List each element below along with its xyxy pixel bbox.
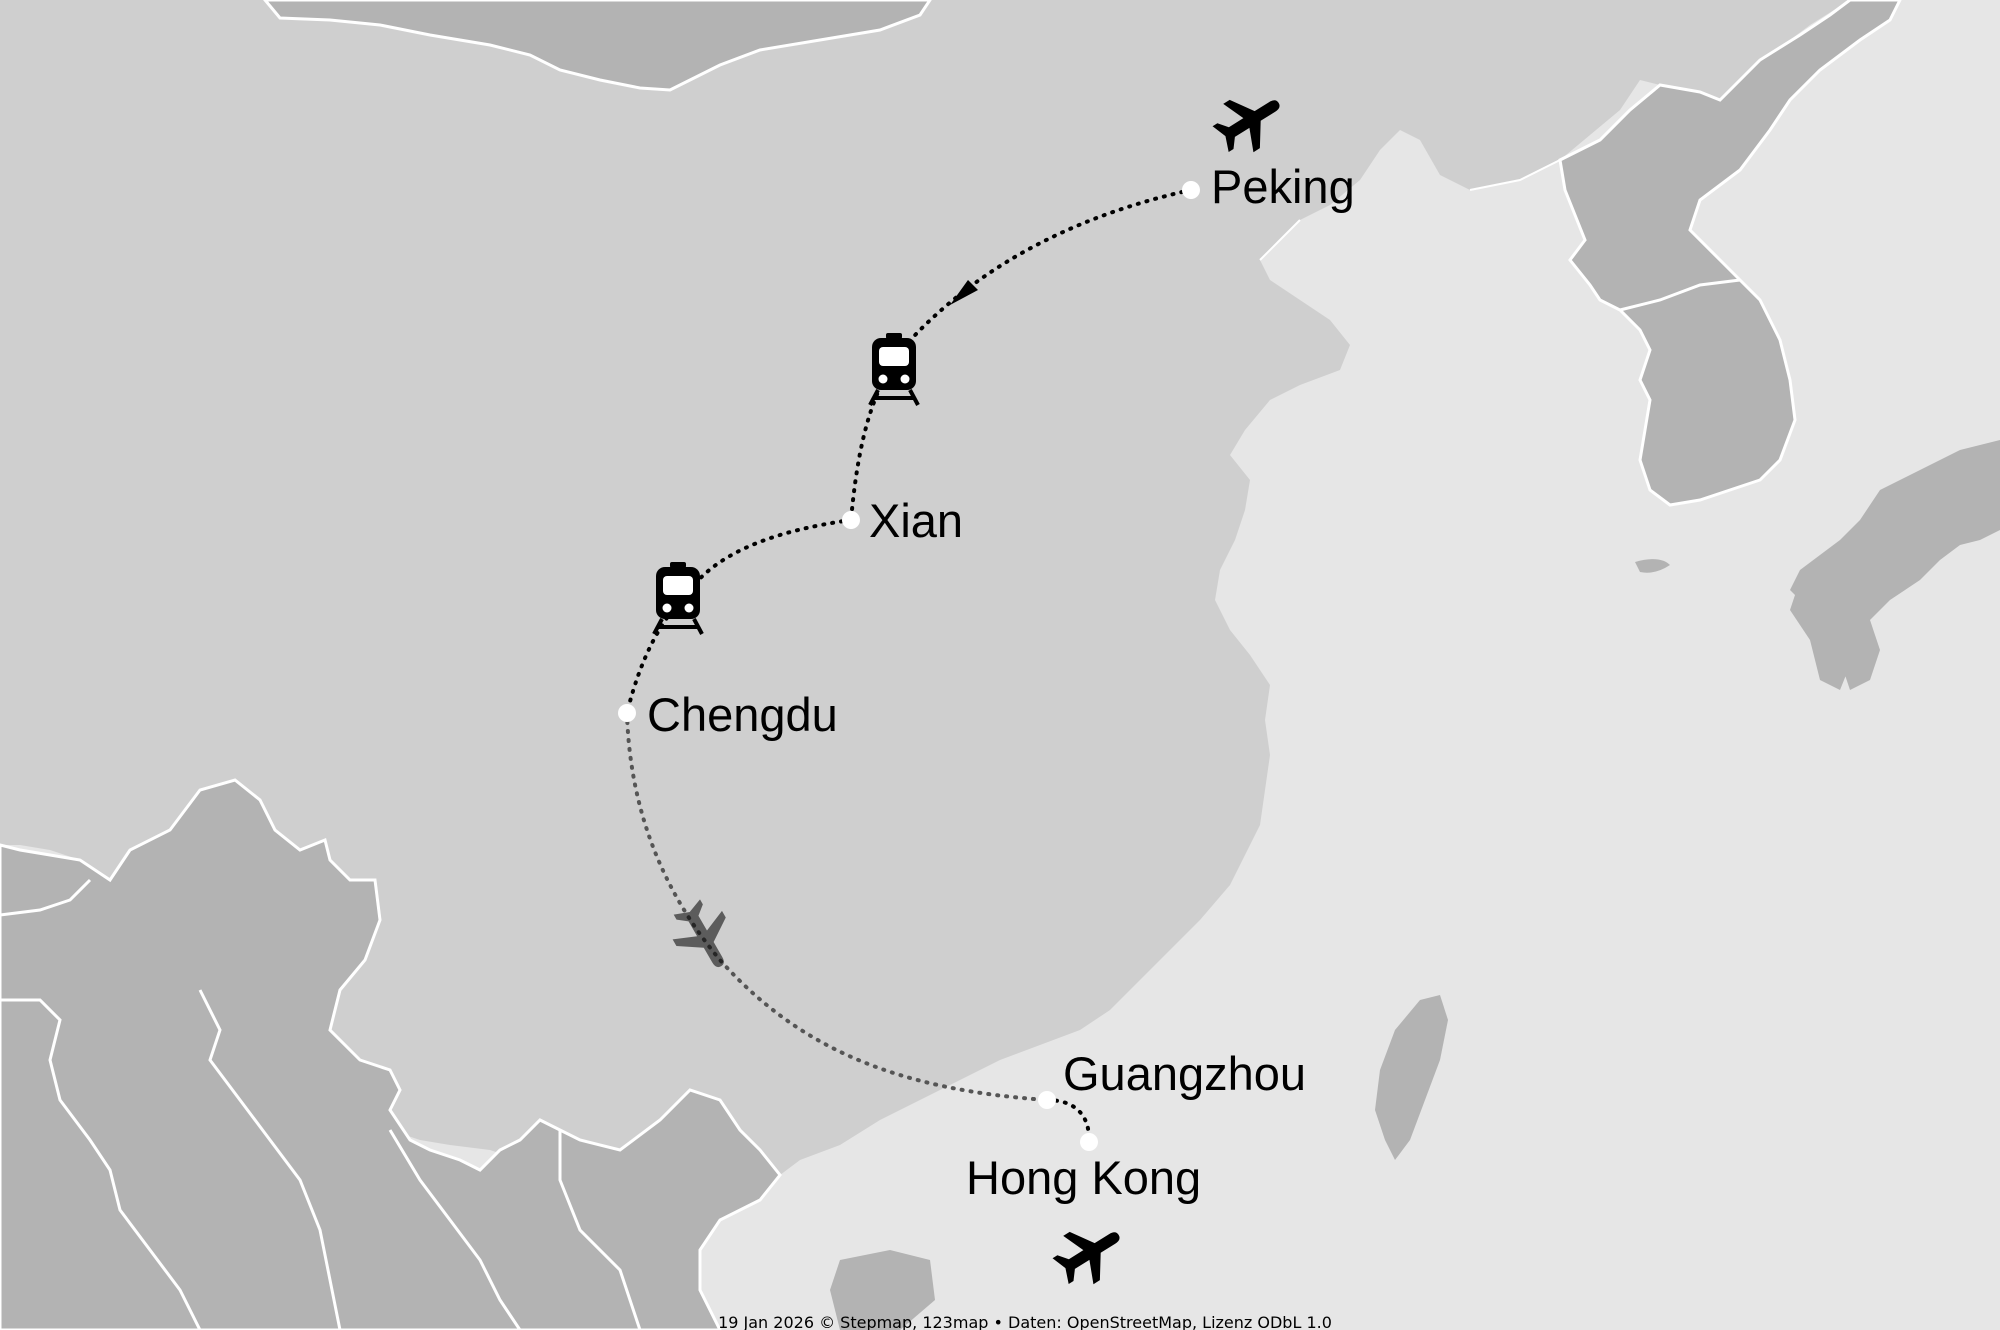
city-dot-xian[interactable] bbox=[842, 511, 860, 529]
china-border-line bbox=[1259, 159, 1561, 261]
route-direction-arrow bbox=[950, 280, 978, 305]
route-chengdu-guangzhou bbox=[625, 711, 1049, 1102]
china-landmass bbox=[0, 0, 1850, 1200]
korea-border bbox=[1619, 278, 1741, 312]
city-label-xian: Xian bbox=[869, 494, 963, 547]
mongolia bbox=[263, 0, 932, 92]
city-label-chengdu: Chengdu bbox=[647, 688, 838, 741]
jeju bbox=[1635, 559, 1670, 573]
city-dot-peking[interactable] bbox=[1182, 181, 1200, 199]
route-peking-xian bbox=[849, 188, 1193, 522]
city-dot-hongkong[interactable] bbox=[1080, 1133, 1098, 1151]
neighbor-borders bbox=[0, 878, 642, 1330]
japan-south bbox=[1790, 570, 1860, 690]
city-label-hongkong: Hong Kong bbox=[966, 1151, 1201, 1204]
city-label-guangzhou: Guangzhou bbox=[1063, 1047, 1306, 1100]
city-label-peking: Peking bbox=[1211, 160, 1355, 213]
city-dot-chengdu[interactable] bbox=[618, 704, 636, 722]
city-dot-guangzhou[interactable] bbox=[1038, 1091, 1056, 1109]
korea bbox=[1558, 0, 1902, 507]
southwest-neighbors bbox=[0, 778, 782, 1330]
hainan bbox=[830, 1250, 935, 1330]
map-credit: 19 Jan 2026 © Stepmap, 123map • Daten: O… bbox=[718, 1313, 1332, 1330]
taiwan bbox=[1375, 995, 1448, 1160]
